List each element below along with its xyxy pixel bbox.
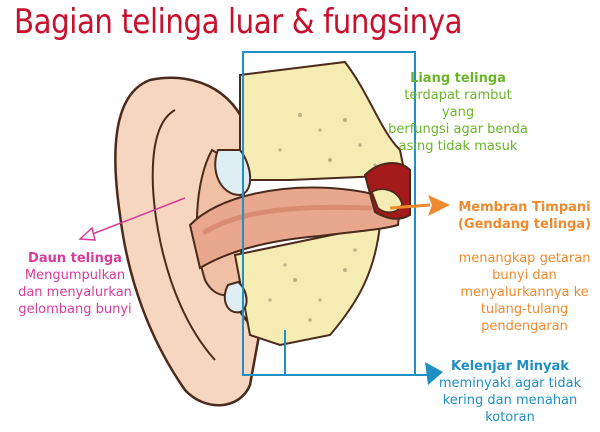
label-liang-telinga: Liang telinga terdapat rambut yang berfu…	[388, 70, 528, 155]
arrow-daun	[78, 197, 186, 241]
daun-telinga-desc: Mengumpulkan dan menyalurkan gelombang b…	[18, 268, 132, 317]
liang-telinga-desc: terdapat rambut yang berfungsi agar bend…	[388, 88, 528, 154]
canal-inner	[202, 204, 373, 235]
label-kelenjar-minyak: Kelenjar Minyak meminyaki agar tidak ker…	[436, 358, 584, 426]
cartilage-upper	[214, 149, 252, 197]
liang-telinga-title: Liang telinga	[410, 71, 506, 86]
membran-timpani-title: Membran Timpani (Gendang telinga)	[457, 200, 592, 232]
kelenjar-minyak-title: Kelenjar Minyak	[451, 359, 569, 374]
bone-texture	[268, 113, 377, 322]
pinna-fold	[151, 109, 216, 361]
page-title: Bagian telinga luar & fungsinya	[14, 2, 463, 42]
arrow-kelenjar	[284, 330, 443, 385]
membran-timpani-desc: menangkap getaran bunyi dan menyalurkann…	[458, 251, 591, 334]
label-membran-timpani: Membran Timpani (Gendang telinga) menang…	[452, 182, 597, 352]
upper-bone	[239, 60, 407, 181]
arrow-membran	[389, 195, 450, 216]
lower-bone	[233, 223, 382, 347]
label-daun-telinga: Daun telinga Mengumpulkan dan menyalurka…	[10, 250, 140, 318]
daun-telinga-title: Daun telinga	[28, 251, 122, 266]
kelenjar-minyak-desc: meminyaki agar tidak kering dan menahan …	[438, 376, 582, 425]
